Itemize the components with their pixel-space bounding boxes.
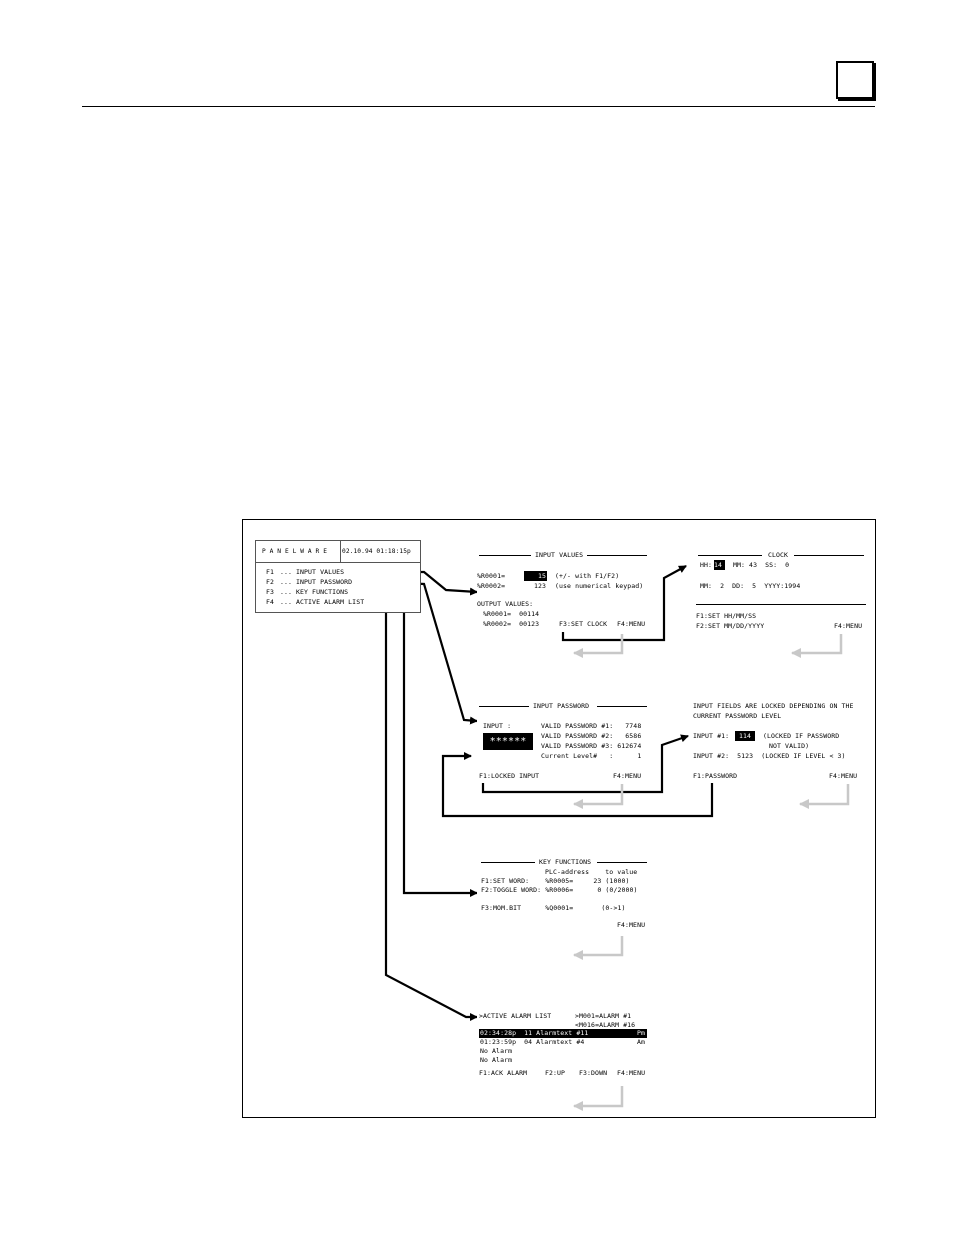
header-rule	[82, 106, 875, 107]
arrow-set-clock	[561, 565, 687, 642]
return-arrow-locked	[799, 784, 850, 809]
figure-frame	[242, 519, 876, 1118]
return-arrow-keys	[573, 936, 624, 960]
return-arrow-values	[573, 634, 624, 658]
input-password-screen: INPUT PASSWORD INPUT : ****** VALID PASS…	[477, 697, 649, 783]
key-functions-screen: KEY FUNCTIONS PLC-address to value F1:SE…	[477, 852, 649, 934]
input-1-field[interactable]: 114	[735, 731, 755, 741]
down-key[interactable]: F3:DOWN	[579, 1069, 608, 1077]
alarm-row-selected[interactable]: 02:34:28p 11 Alarmtext #11 Pm	[479, 1029, 647, 1038]
hour-field[interactable]: 14	[714, 560, 725, 570]
value-field-r0002[interactable]: 123	[533, 582, 546, 590]
alarm-list-screen: >ACTIVE ALARM LIST >M001=ALARM #1 <M016=…	[477, 1007, 649, 1079]
value-field-r0001[interactable]: 15	[524, 571, 547, 581]
minute-second-fields: MM: 43 SS: 0	[733, 561, 790, 569]
clock-screen: CLOCK HH: 14 MM: 43 SS: 0 MM: 2 DD: 5 YY…	[696, 546, 866, 632]
screen-title: INPUT PASSWORD	[533, 702, 590, 710]
brand-label: P A N E L W A R E	[262, 548, 328, 555]
set-word-row[interactable]: F1:SET WORD: %R0005= 23 (1000)	[481, 877, 630, 885]
main-menu-screen: P A N E L W A R E 02.10.94 01:18:15p F1 …	[255, 540, 421, 613]
menu-key[interactable]: F4:MENU	[834, 622, 863, 630]
screen-title: KEY FUNCTIONS	[539, 858, 592, 866]
menu-key[interactable]: F4:MENU	[617, 921, 646, 929]
input-2-field: INPUT #2: 5123 (LOCKED IF LEVEL < 3)	[693, 752, 846, 760]
momentary-bit-row[interactable]: F3:MOM.BIT %Q0001= (0->1)	[481, 904, 626, 912]
menu-key[interactable]: F4:MENU	[617, 620, 646, 628]
datetime-label: 02.10.94 01:18:15p	[342, 548, 411, 555]
input-values-screen: INPUT VALUES %R0001= 15 (+/- with F1/F2)…	[477, 546, 649, 632]
password-input[interactable]: ******	[483, 733, 533, 750]
ack-alarm-key[interactable]: F1:ACK ALARM	[479, 1069, 528, 1077]
arrow-locked	[481, 734, 689, 794]
up-key[interactable]: F2:UP	[545, 1069, 566, 1077]
screen-title: >ACTIVE ALARM LIST	[479, 1012, 552, 1020]
set-date-key[interactable]: F2:SET MM/DD/YYYY	[696, 622, 765, 630]
return-arrow-password	[573, 784, 624, 809]
return-arrow-alarms	[573, 1086, 624, 1111]
locked-fields-screen: INPUT FIELDS ARE LOCKED DEPENDING ON THE…	[691, 697, 863, 783]
arrow-password-back	[441, 752, 714, 818]
toggle-word-row[interactable]: F2:TOGGLE WORD: %R0006= 0 (0/2000)	[481, 886, 638, 894]
locked-input-key[interactable]: F1:LOCKED INPUT	[479, 772, 540, 780]
alarm-row-empty: No Alarm	[480, 1047, 513, 1055]
return-arrow-clock	[791, 634, 843, 658]
screen-title: INPUT VALUES	[535, 551, 584, 559]
alarm-row[interactable]: 01:23:59p 04 Alarmtext #4 Am	[480, 1038, 646, 1046]
arrow-f3	[377, 590, 478, 897]
tab-marker-box	[836, 61, 874, 99]
set-time-key[interactable]: F1:SET HH/MM/SS	[696, 612, 757, 620]
screen-title: CLOCK	[768, 551, 789, 559]
menu-key[interactable]: F4:MENU	[617, 1069, 646, 1077]
menu-key[interactable]: F4:MENU	[829, 772, 858, 780]
arrow-f4	[368, 600, 478, 1021]
menu-key[interactable]: F4:MENU	[613, 772, 642, 780]
set-clock-key[interactable]: F3:SET CLOCK	[559, 620, 608, 628]
alarm-row-empty: No Alarm	[480, 1056, 513, 1064]
password-key[interactable]: F1:PASSWORD	[693, 772, 738, 780]
date-fields: MM: 2 DD: 5 YYYY:1994	[700, 582, 801, 590]
